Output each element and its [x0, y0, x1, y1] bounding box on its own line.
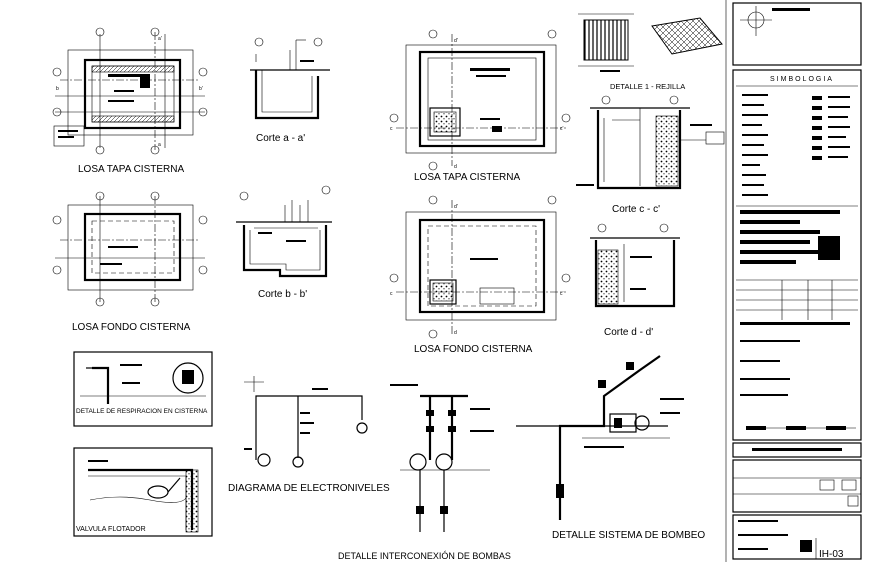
title-losa-fondo-center: LOSA FONDO CISTERNA: [414, 344, 533, 355]
title-corte-cc: Corte c - c': [612, 204, 660, 215]
mark-d-prime-top: d': [454, 38, 458, 44]
mark-b: b: [56, 86, 59, 92]
title-diagrama-electroniveles: DIAGRAMA DE ELECTRONIVELES: [228, 483, 390, 494]
title-block-lower: [732, 442, 862, 560]
section-corte-cc: [576, 95, 725, 190]
detail-sistema-bombeo: [516, 355, 684, 520]
title-corte-aa: Corte a - a': [256, 133, 305, 144]
title-block: [725, 0, 862, 562]
title-corte-dd: Corte d - d': [604, 327, 653, 338]
plan-losa-fondo-center: d' d c c': [389, 195, 571, 339]
section-corte-bb: [236, 185, 332, 278]
mark-a-prime: a': [158, 36, 162, 42]
plan-losa-tapa-left: b b' a' a: [52, 27, 208, 155]
title-detalle-rejilla: DETALLE 1 - REJILLA: [610, 82, 685, 91]
mark-c-bottom: c: [390, 291, 393, 297]
mark-c-top: c: [390, 126, 393, 132]
title-detalle-bombeo: DETALLE SISTEMA DE BOMBEO: [552, 530, 705, 541]
detail-valvula-flotador: [73, 447, 213, 537]
detail-respiracion: [73, 351, 213, 427]
title-valvula-flotador: VALVULA FLOTADOR: [76, 526, 146, 533]
title-losa-tapa-center: LOSA TAPA CISTERNA: [414, 172, 520, 183]
mark-d-top: d: [454, 164, 457, 170]
mark-d-prime-bottom: d': [454, 204, 458, 210]
mark-a: a: [158, 142, 161, 148]
section-corte-dd: [590, 223, 680, 308]
title-losa-tapa-left: LOSA TAPA CISTERNA: [78, 164, 184, 175]
sheet-code: IH-03: [819, 549, 844, 560]
title-corte-bb: Corte b - b': [258, 289, 307, 300]
title-detalle-respiracion: DETALLE DE RESPIRACION EN CISTERNA: [76, 408, 208, 415]
mark-d-bottom: d: [454, 330, 457, 336]
plan-losa-fondo-left: [52, 191, 208, 307]
mark-b-prime: b': [199, 86, 203, 92]
title-detalle-interconexion: DETALLE INTERCONEXIÓN DE BOMBAS: [338, 551, 511, 561]
detail-interconexion-bombas: [390, 384, 494, 532]
diagram-electroniveles: [244, 376, 368, 468]
section-corte-aa: [250, 37, 330, 120]
detail-rejilla: [578, 13, 723, 72]
plan-losa-tapa-center: d' d c c': [389, 29, 571, 171]
mark-c-prime-top: c': [560, 126, 564, 132]
legend-entries: [736, 94, 858, 430]
mark-c-prime-bottom: c': [560, 291, 564, 297]
title-losa-fondo-left: LOSA FONDO CISTERNA: [72, 322, 191, 333]
legend-title: SIMBOLOGIA: [770, 76, 834, 83]
